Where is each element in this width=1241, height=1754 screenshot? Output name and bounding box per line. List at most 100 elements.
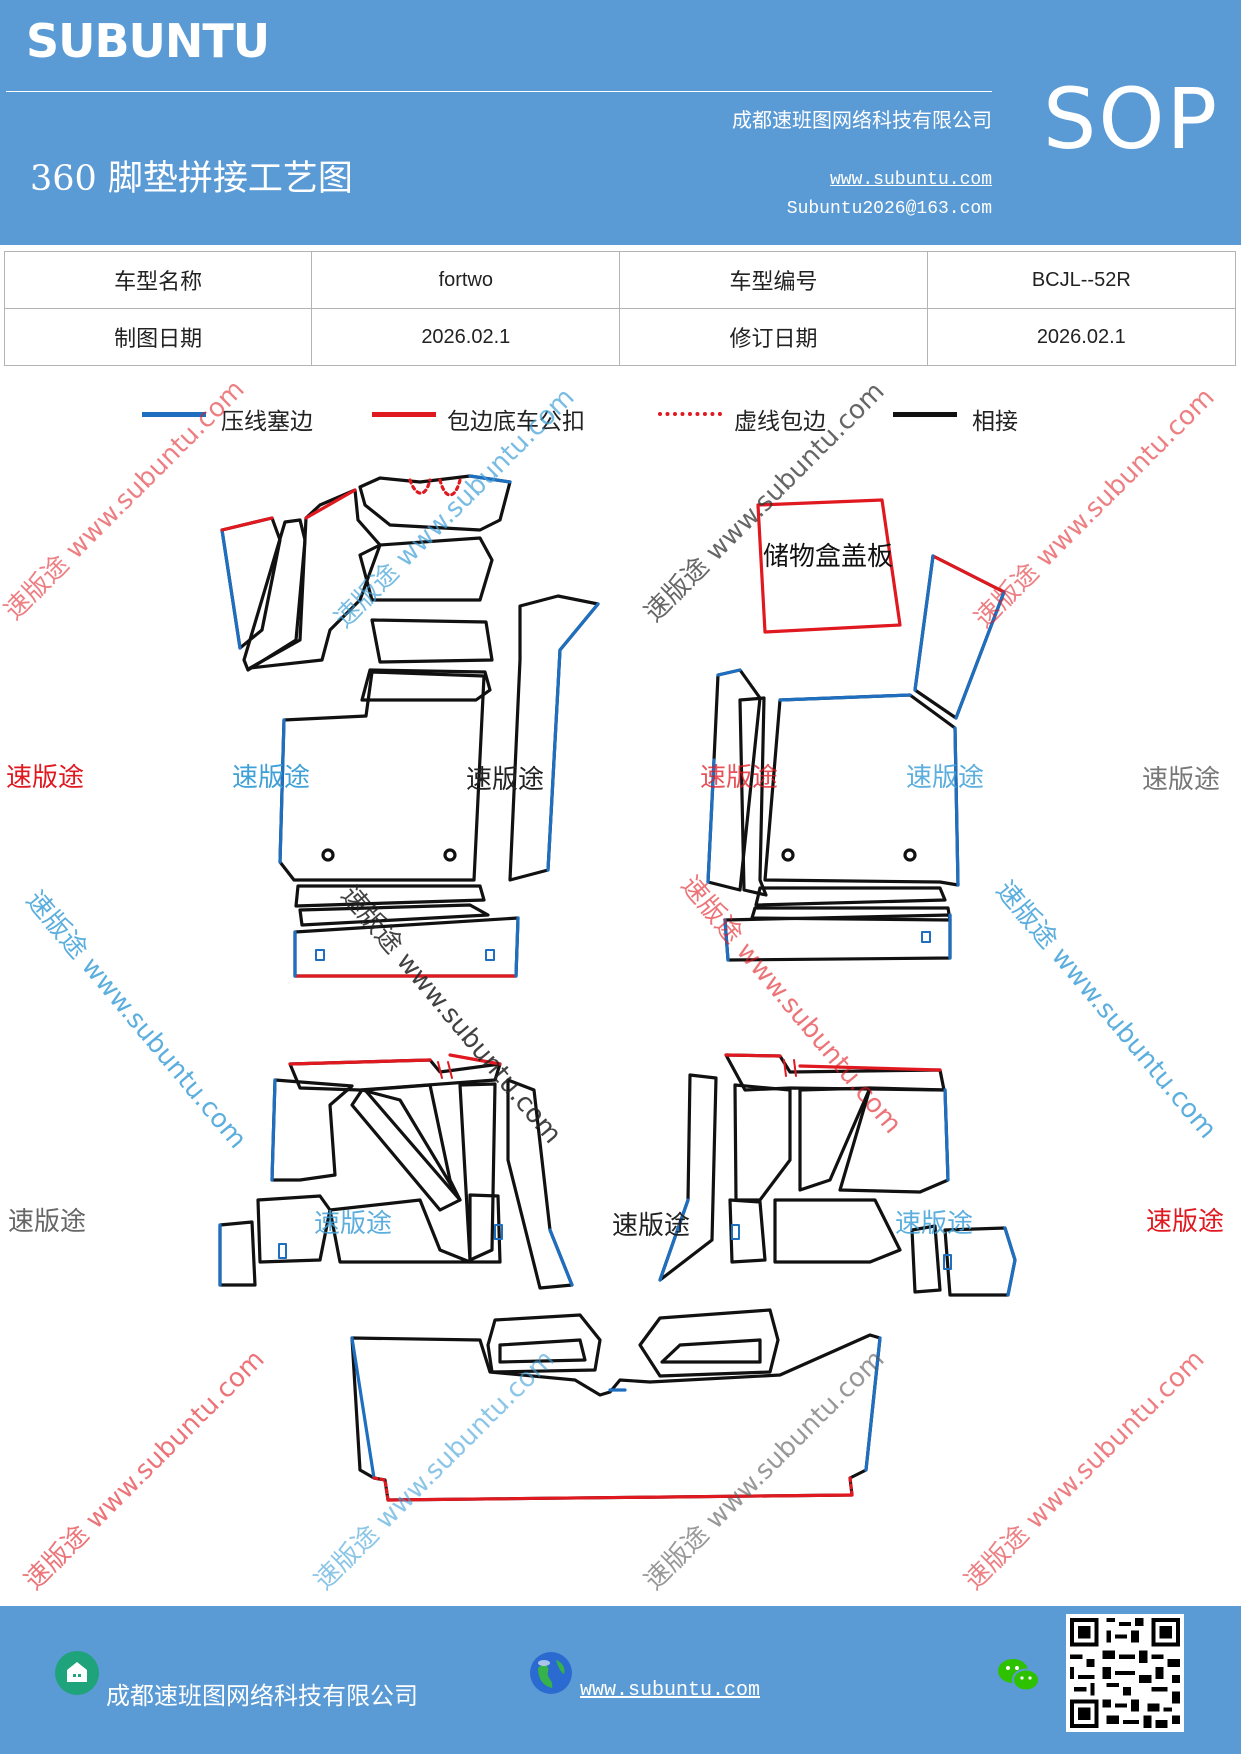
mat-panel [278,670,486,882]
grommet [781,848,795,862]
rear-right-mat-group [658,1053,1017,1297]
globe-icon [530,1652,572,1694]
mat-edge [372,1476,854,1502]
mat-edge [350,1336,882,1480]
mat-panel [660,1338,762,1364]
cargo-mat-group [350,1308,882,1502]
grommet [903,848,917,862]
legend-label: 压线塞边 [221,409,313,435]
page-title: 360 脚垫拼接工艺图 [30,159,353,199]
mat-edge [783,1059,797,1077]
mat-panel [294,884,486,908]
footer-banner: 成都速班图网络科技有限公司 www.subuntu.com [0,1606,1241,1754]
wechat-icon [998,1659,1040,1692]
mat-edge [468,474,512,484]
mat-edge [778,693,960,887]
legend-swatch-black [893,412,957,417]
storage-lid [756,498,902,634]
table-value: 2026.02.1 [926,308,1237,366]
mat-panel [486,1313,602,1374]
mat-edge [220,528,242,650]
mat-slot [943,1254,952,1270]
legend-swatch-red [372,412,436,417]
mat-slot [494,1224,503,1240]
table-row: 车型名称 fortwo 车型编号 BCJL--52R [3,251,1237,309]
mat-edge [408,478,462,497]
mat-panel [350,1088,462,1212]
mat-edge [293,916,520,978]
brand-logo: SUBUNTU [26,14,270,68]
mat-slot [921,931,931,943]
email-address: Subuntu2026@163.com [786,199,992,219]
mat-panel [358,474,512,532]
mat-edge [288,1053,502,1066]
mat-edge [304,488,357,520]
mat-edge [658,1198,690,1282]
table-value: fortwo [311,251,621,309]
legend-label: 包边底车公扣 [447,409,585,435]
mat-edge [437,1061,453,1079]
footer-website-link[interactable]: www.subuntu.com [580,1679,761,1702]
mat-edge [220,516,274,532]
table-label: 制图日期 [3,308,313,366]
grommet [321,848,335,862]
mat-edge [546,602,600,872]
mat-edge [931,554,1006,594]
mat-panel [288,1058,502,1092]
mat-panel [468,1193,502,1264]
qr-code [1066,1614,1184,1732]
mat-edge [386,1493,854,1502]
watermark-brand: 速版途 [466,765,545,795]
storage-lid-label: 储物盒盖板 [763,542,893,572]
mat-edge [1003,1226,1017,1297]
mat-edge [270,1078,277,1182]
mat-edge [548,1228,574,1287]
mat-panel [773,1198,902,1264]
mat-panel [218,1220,257,1287]
mat-panel [798,1086,872,1192]
legend: 压线塞边 包边底车公扣 虚线包边 相接 [0,402,1241,442]
mat-panel [363,1083,462,1202]
website-link[interactable]: www.subuntu.com [829,170,992,190]
mat-panel [910,1224,942,1294]
header-divider [6,91,992,92]
watermark-brand: 速版途 [1142,765,1221,795]
mat-panel [754,886,947,907]
company-name: 成都速班图网络科技有限公司 [732,108,992,132]
watermark-brand: 速版途 [232,763,311,793]
legend-label: 虚线包边 [734,409,826,435]
mat-edge [706,668,742,884]
front-right-mat-group [706,498,1006,962]
mat-edge [943,1088,950,1182]
mat-panel [638,1308,780,1378]
mat-edge [278,718,286,864]
watermark-brand: 速版途 [6,763,85,793]
grommet [443,848,457,862]
table-label: 修订日期 [619,308,928,366]
footer-company-name: 成都速班图网络科技有限公司 [106,1682,418,1710]
table-row: 制图日期 2026.02.1 修订日期 2026.02.1 [3,308,1237,366]
mat-edge [913,554,1006,720]
mat-panel [724,1053,946,1092]
mat-panel [370,618,494,664]
mat-panel [458,1082,497,1262]
watermark-brand: 速版途 [8,1207,87,1237]
mat-panel [498,1338,587,1364]
table-value: 2026.02.1 [311,308,621,366]
mat-panel [270,1078,354,1182]
mat-panel [728,1198,767,1264]
mat-slot [278,1243,287,1259]
mat-panel [256,1194,332,1264]
watermark-brand: 速版途 [906,763,985,793]
mat-panel [242,518,307,672]
front-left-mat-group [220,474,600,978]
watermark-brand: 速版途 [700,763,779,793]
table-value: BCJL--52R [926,251,1237,309]
watermark-brand: 速版途 [1146,1207,1225,1237]
legend-label: 相接 [972,409,1018,435]
legend-swatch-blue [142,412,206,417]
rear-left-mat-group [218,1053,574,1290]
mat-slot [315,949,325,961]
mat-panel [838,1086,950,1194]
mat-slot [731,1224,740,1240]
